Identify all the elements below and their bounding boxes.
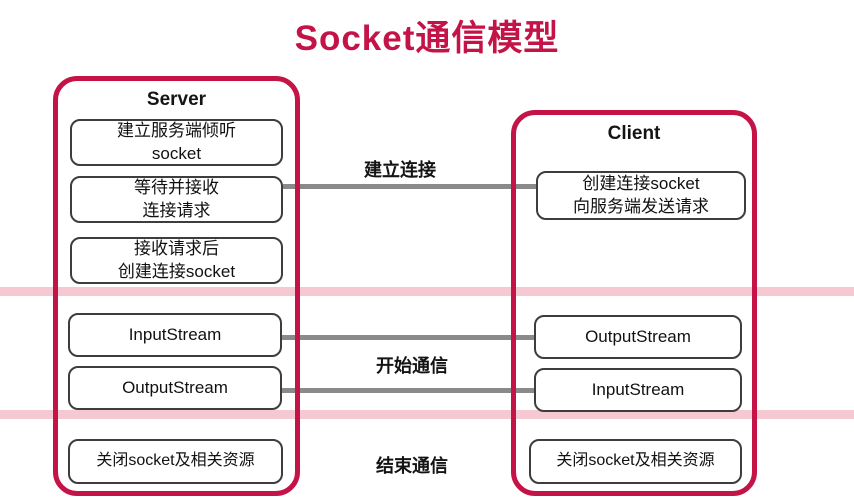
server-container: Server (53, 76, 300, 496)
section-divider-band-top (0, 287, 854, 296)
server-step-wait-accept-request: 等待并接收 连接请求 (70, 176, 283, 223)
client-title: Client (607, 123, 661, 144)
client-container: Client (511, 110, 757, 496)
client-input-stream: InputStream (534, 368, 742, 412)
connection-label-establish: 建立连接 (364, 160, 436, 180)
server-step-create-listen-socket: 建立服务端倾听 socket (70, 119, 283, 166)
connection-line-stream-2 (281, 388, 537, 393)
connection-label-end: 结束通信 (376, 456, 448, 476)
section-divider-band-bottom (0, 410, 854, 419)
client-step-close-socket: 关闭socket及相关资源 (529, 439, 742, 484)
client-step-create-socket-send-request: 创建连接socket 向服务端发送请求 (536, 171, 746, 220)
server-title: Server (146, 89, 207, 110)
server-output-stream: OutputStream (68, 366, 282, 410)
server-input-stream: InputStream (68, 313, 282, 357)
diagram-title: Socket通信模型 (294, 19, 560, 58)
connection-line-stream-1 (281, 335, 537, 340)
server-step-create-connection-socket: 接收请求后 创建连接socket (70, 237, 283, 284)
server-step-close-socket: 关闭socket及相关资源 (68, 439, 283, 484)
connection-line-establish (283, 184, 539, 189)
connection-label-communicate: 开始通信 (376, 356, 448, 376)
client-output-stream: OutputStream (534, 315, 742, 359)
